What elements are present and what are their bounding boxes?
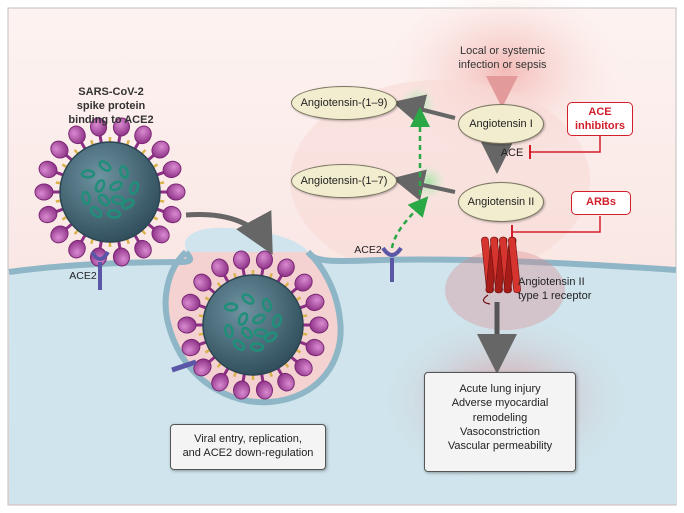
ace2-receptor-icon-vesicle xyxy=(171,359,197,373)
spike-binding-label: SARS-CoV-2 spike protein binding to ACE2 xyxy=(68,86,154,126)
at1-receptor-icon xyxy=(481,236,521,305)
outcome-item: Acute lung injury xyxy=(459,383,541,395)
viral-entry-box: Viral entry, replication, and ACE2 down-… xyxy=(170,424,326,470)
ace2-receptor-icon-right xyxy=(381,246,403,282)
outcomes-box: Acute lung injury Adverse myocardial rem… xyxy=(424,372,576,472)
ace-inhibitors-box: ACE inhibitors xyxy=(567,102,633,136)
angiotensin-ii-node: Angiotensin II xyxy=(458,182,544,222)
at1-receptor-label: Angiotensin II type 1 receptor xyxy=(518,276,592,302)
angiotensin-1-9-node: Angiotensin-(1–9) xyxy=(291,86,397,120)
ace-enzyme-label: ACE xyxy=(500,147,524,159)
outcome-item: Adverse myocardial xyxy=(451,397,549,410)
outcome-item: Vascular permeability xyxy=(447,440,553,453)
arbs-box: ARBs xyxy=(571,191,631,215)
virus-icon-outside xyxy=(34,117,186,267)
angiotensin-1-7-node: Angiotensin-(1–7) xyxy=(291,164,397,198)
angiotensin-i-node: Angiotensin I xyxy=(458,104,544,144)
outcome-item: remodeling xyxy=(472,411,528,424)
ace2-label-right: ACE2 xyxy=(354,244,382,256)
ace2-label-left: ACE2 xyxy=(69,270,97,282)
infection-label: Local or systemic infection or sepsis xyxy=(458,45,547,71)
virus-icon-entering xyxy=(177,250,329,400)
outcome-item: Vasoconstriction xyxy=(460,425,540,438)
ace2-receptor-icon-left xyxy=(90,250,110,290)
